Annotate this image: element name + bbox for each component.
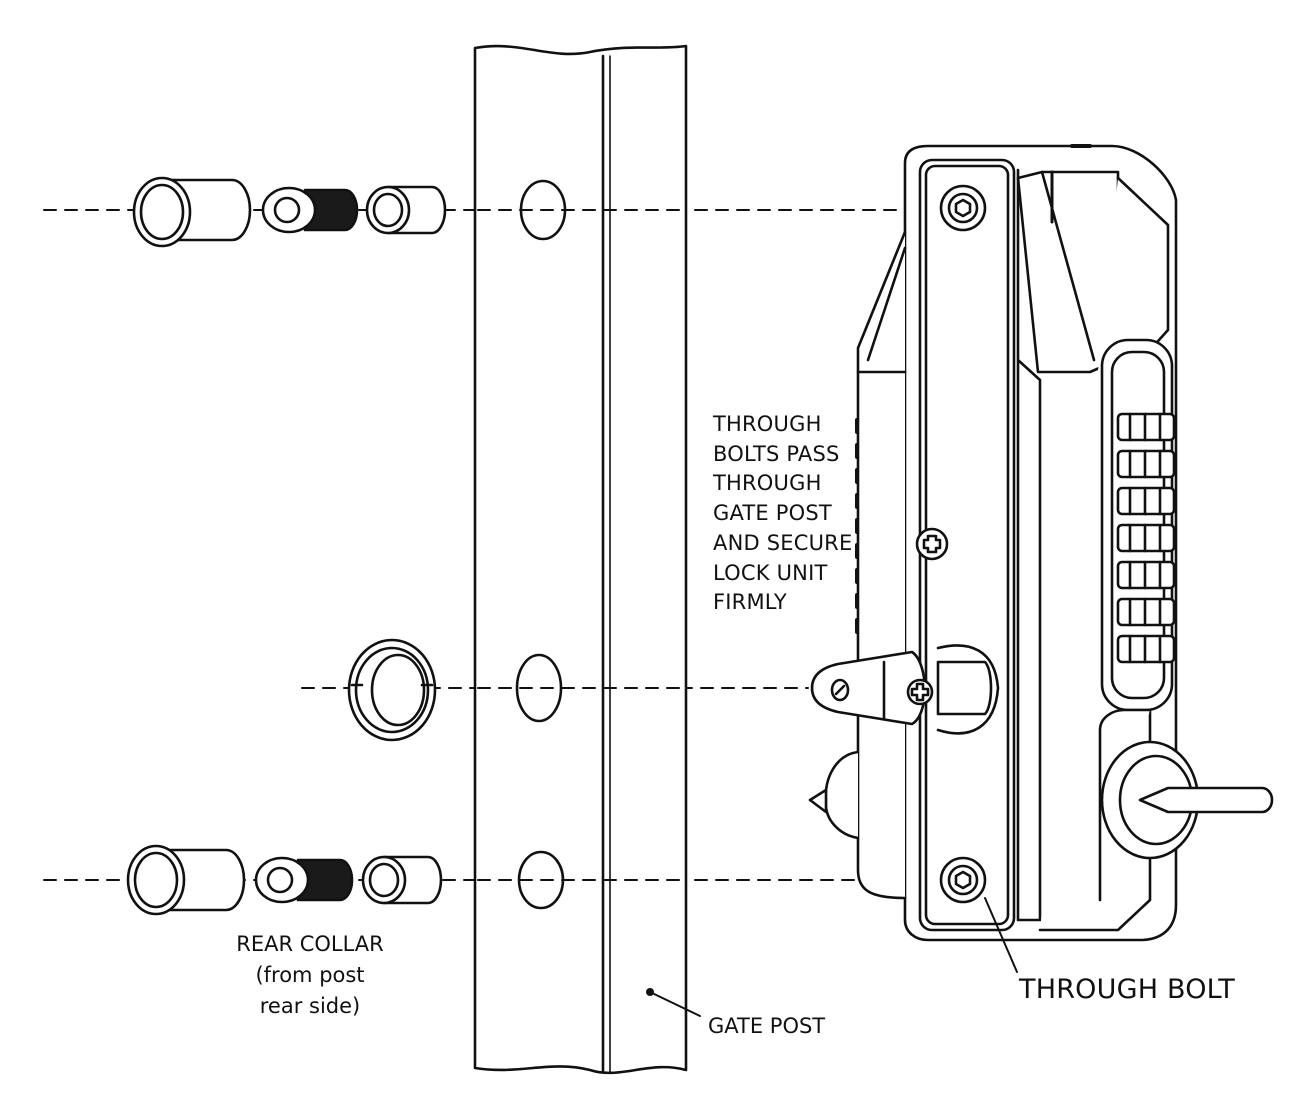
rear-collar-line: REAR COLLAR — [236, 932, 384, 956]
top-hardware-set — [132, 176, 447, 248]
note-line: LOCK UNIT — [713, 560, 828, 585]
through-bolt-leader — [984, 897, 1018, 973]
bottom-through-bolt-head — [939, 856, 987, 904]
leader-lines — [649, 897, 1018, 1017]
note-line: BOLTS PASS — [713, 441, 840, 466]
rear-collar-line: rear side) — [259, 994, 361, 1018]
keypad-buttons — [1116, 412, 1176, 664]
lever-handle — [1138, 786, 1274, 814]
spindle-ring — [347, 638, 437, 742]
gate-post-leader — [649, 991, 701, 1017]
through-bolt-label: THROUGH BOLT — [1019, 974, 1235, 1005]
rear-collar-line: (from post — [255, 963, 365, 987]
bottom-hardware-set — [126, 844, 443, 916]
note-line: GATE POST — [713, 501, 832, 526]
note-line: THROUGH — [713, 412, 822, 436]
phillips-screw — [915, 527, 949, 561]
gate-post-label: GATE POST — [708, 1014, 826, 1038]
note-line: THROUGH — [713, 471, 822, 496]
through-bolts-note: THROUGH BOLTS PASS THROUGH GATE POST AND… — [713, 410, 852, 618]
note-line: AND SECURE — [713, 530, 853, 555]
bottom-threaded-insert — [296, 858, 354, 902]
top-through-bolt-head — [939, 184, 987, 232]
gate-post-outline — [473, 44, 688, 1075]
top-threaded-insert — [303, 188, 359, 232]
note-line: FIRMLY — [713, 590, 787, 615]
rear-collar-label: REAR COLLAR (from post rear side) — [205, 929, 415, 1022]
lock-unit — [808, 144, 1274, 942]
gate-post-leader-dot — [646, 988, 654, 996]
gate-post — [473, 44, 688, 1075]
spindle-latch — [810, 644, 1000, 735]
rear-knob — [824, 750, 860, 840]
